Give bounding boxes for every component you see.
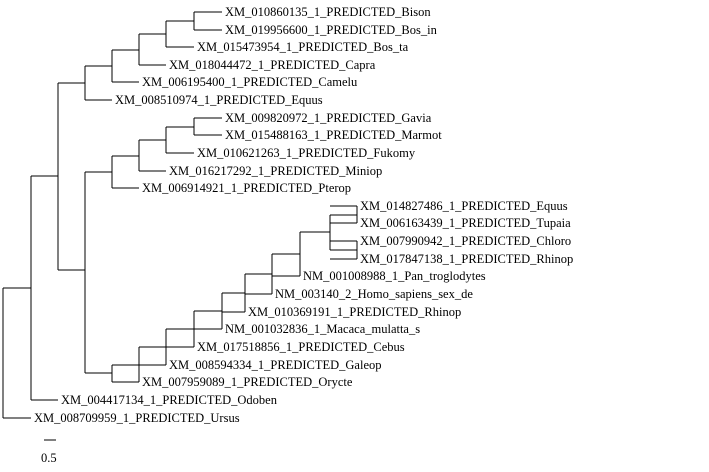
leaf-label-marmot: XM_015488163_1_PREDICTED_Marmot xyxy=(225,128,442,142)
scale-bar-label: 0.5 xyxy=(41,451,57,465)
leaf-label-equus-2: XM_014827486_1_PREDICTED_Equus xyxy=(360,199,568,213)
leaf-label-rhinop-2: XM_010369191_1_PREDICTED_Rhinop xyxy=(248,305,461,319)
scale-bar: 0.5 xyxy=(41,439,57,465)
leaf-label-equus-1: XM_008510974_1_PREDICTED_Equus xyxy=(115,93,323,107)
leaf-label-tupaia: XM_006163439_1_PREDICTED_Tupaia xyxy=(360,216,571,230)
leaf-label-odoben: XM_004417134_1_PREDICTED_Odoben xyxy=(61,393,278,407)
leaf-label-orycte: XM_007959089_1_PREDICTED_Orycte xyxy=(142,375,353,389)
leaf-label-cebus: XM_017518856_1_PREDICTED_Cebus xyxy=(197,340,405,354)
leaf-label-pan-troglodytes: NM_001008988_1_Pan_troglodytes xyxy=(303,269,486,283)
leaf-label-fukomy: XM_010621263_1_PREDICTED_Fukomy xyxy=(197,146,416,160)
leaf-label-chloro: XM_007990942_1_PREDICTED_Chloro xyxy=(360,234,571,248)
leaf-label-bos-in: XM_019956600_1_PREDICTED_Bos_in xyxy=(225,23,438,37)
leaf-label-camelu: XM_006195400_1_PREDICTED_Camelu xyxy=(142,75,358,89)
leaf-label-gavia: XM_009820972_1_PREDICTED_Gavia xyxy=(225,111,432,125)
leaf-label-bison: XM_010860135_1_PREDICTED_Bison xyxy=(225,5,431,19)
leaf-label-homo-sapiens: NM_003140_2_Homo_sapiens_sex_de xyxy=(275,287,473,301)
leaf-label-pterop: XM_006914921_1_PREDICTED_Pterop xyxy=(142,181,351,195)
leaf-label-rhinop-1: XM_017847138_1_PREDICTED_Rhinop xyxy=(360,252,573,266)
leaf-label-macaca-mulatta: NM_001032836_1_Macaca_mulatta_s xyxy=(225,322,420,336)
leaf-labels: XM_010860135_1_PREDICTED_Bison XM_019956… xyxy=(34,5,573,425)
leaf-label-capra: XM_018044472_1_PREDICTED_Capra xyxy=(169,58,376,72)
leaf-label-bos-ta: XM_015473954_1_PREDICTED_Bos_ta xyxy=(197,40,409,54)
tree-branches xyxy=(2,11,358,419)
leaf-label-galeop: XM_008594334_1_PREDICTED_Galeop xyxy=(169,358,382,372)
leaf-label-miniop: XM_016217292_1_PREDICTED_Miniop xyxy=(169,164,382,178)
leaf-label-ursus: XM_008709959_1_PREDICTED_Ursus xyxy=(34,411,240,425)
